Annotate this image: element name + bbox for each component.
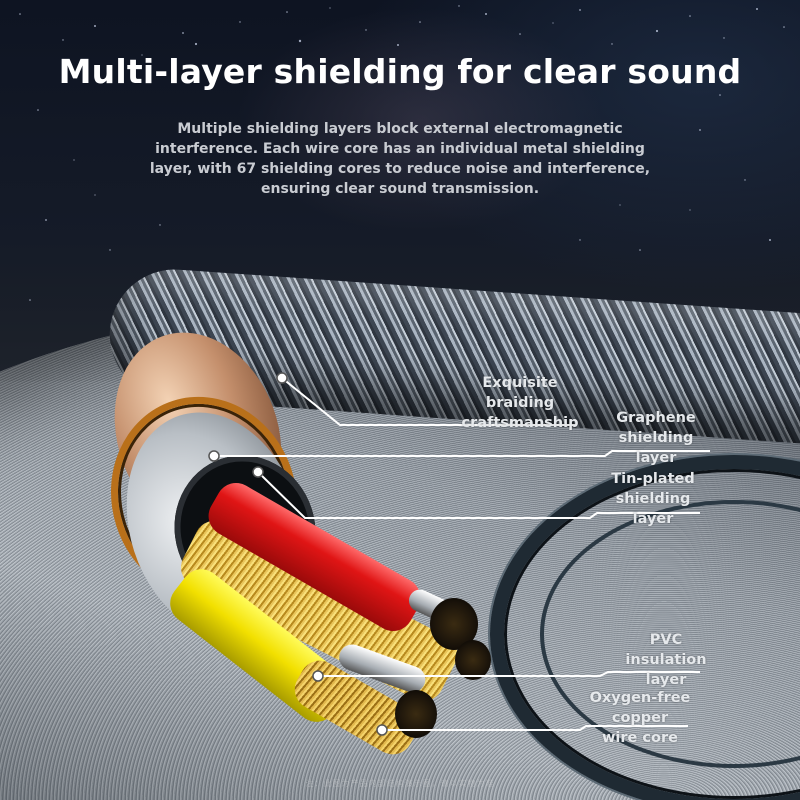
callout-dot-tin <box>252 466 264 478</box>
callout-dot-graphene <box>208 450 220 462</box>
callout-tin-plated-shielding: Tin-plated shielding layer <box>611 471 695 527</box>
callout-braiding: Exquisite braiding craftsmanship <box>461 375 579 431</box>
callout-graphene-shielding: Graphene shielding layer <box>616 410 696 466</box>
callout-oxygen-free-copper: Oxygen-free copper wire core <box>589 690 691 746</box>
page-title: Multi-layer shielding for clear sound <box>58 52 742 91</box>
callout-dot-pvc <box>312 670 324 682</box>
callout-dot-braiding <box>276 372 288 384</box>
callout-dot-copper <box>376 724 388 736</box>
description: Multiple shielding layers block external… <box>149 121 651 197</box>
callout-pvc-insulation: PVC insulation layer <box>625 632 707 688</box>
disclaimer-footnote: 注：此图为产品内部结构演示图，请以实物为准 <box>305 779 495 788</box>
starfield-background <box>19 5 785 301</box>
